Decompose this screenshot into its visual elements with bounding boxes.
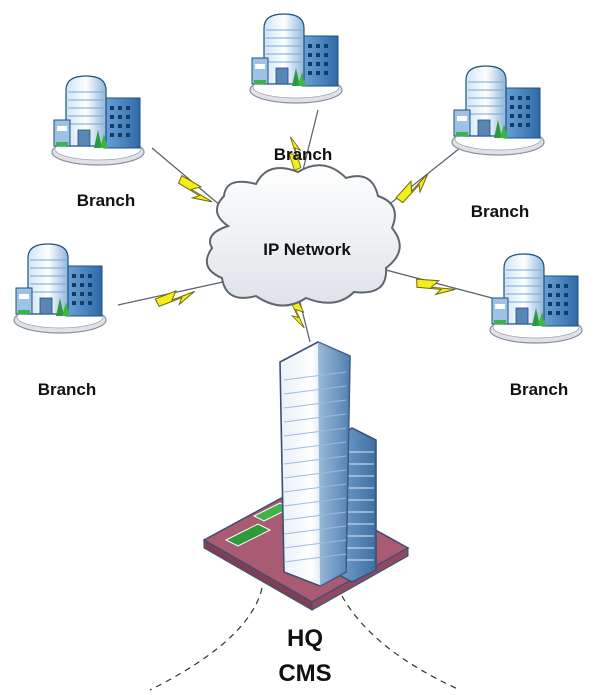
branch-building-icon bbox=[13, 243, 107, 334]
ip-network-cloud-icon bbox=[205, 164, 401, 307]
cms-label: CMS bbox=[278, 660, 331, 687]
link-bolt-icon bbox=[174, 172, 216, 210]
branch-label: Branch bbox=[471, 202, 530, 221]
hq-label: HQ bbox=[287, 625, 323, 652]
hq-dashed-boundary bbox=[149, 587, 461, 691]
hq-building-icon bbox=[202, 341, 410, 611]
branch-label: Branch bbox=[38, 380, 97, 399]
branch-label: Branch bbox=[510, 380, 569, 399]
link-bolt-icon bbox=[393, 169, 435, 207]
branch-building-icon bbox=[451, 65, 545, 156]
branch-building-icon bbox=[489, 253, 583, 344]
branch-label: Branch bbox=[77, 191, 136, 210]
branch-label: Branch bbox=[274, 145, 333, 164]
link-bolt-icon bbox=[154, 286, 198, 311]
branch-building-icon bbox=[249, 13, 343, 104]
cloud-label: IP Network bbox=[263, 240, 351, 259]
branch-building-icon bbox=[51, 75, 145, 166]
link-branch-right-bottom bbox=[385, 269, 493, 299]
